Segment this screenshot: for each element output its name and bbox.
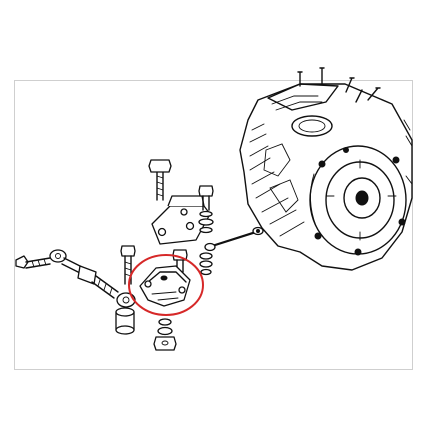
engine-crankcase	[239, 67, 413, 271]
top-mount-bracket	[148, 159, 214, 245]
torque-link-rod	[49, 249, 136, 308]
washers-and-nuts	[153, 252, 213, 351]
diagram-frame	[14, 80, 413, 370]
ground-strap	[204, 226, 264, 252]
highlight-circle	[128, 254, 204, 316]
rubber-mount	[139, 265, 191, 307]
spacer-sleeve	[115, 307, 135, 335]
